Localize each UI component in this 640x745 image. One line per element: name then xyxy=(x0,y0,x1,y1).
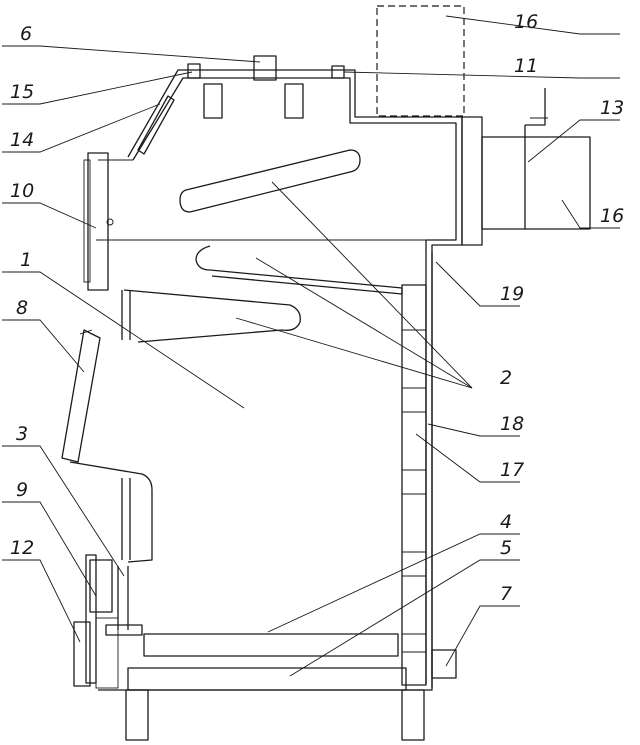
label-3: 3 xyxy=(16,423,28,445)
callout-labels: 6 15 14 10 1 8 3 9 12 16 11 13 16 19 2 1… xyxy=(10,11,624,605)
boiler-body xyxy=(96,55,463,691)
label-19: 19 xyxy=(500,283,524,305)
firebox-left-wall xyxy=(61,290,153,689)
label-9: 9 xyxy=(16,479,28,501)
leader-lines xyxy=(2,15,620,677)
label-18: 18 xyxy=(500,413,524,435)
label-14: 14 xyxy=(10,129,34,151)
grate-and-ash-pan xyxy=(105,624,457,741)
label-12: 12 xyxy=(10,537,34,559)
label-7: 7 xyxy=(500,583,512,605)
label-15: 15 xyxy=(10,81,34,103)
label-10: 10 xyxy=(10,180,34,202)
chimney-dashed xyxy=(376,5,465,117)
flue-outlet xyxy=(461,88,591,246)
label-4: 4 xyxy=(500,511,512,533)
label-16b: 16 xyxy=(600,205,624,227)
heat-exchanger-baffles xyxy=(123,149,403,343)
label-16a: 16 xyxy=(514,11,538,33)
rear-water-jacket xyxy=(401,252,433,688)
label-6: 6 xyxy=(20,23,32,45)
label-5: 5 xyxy=(500,537,512,559)
upper-loading-door xyxy=(83,152,114,291)
label-8: 8 xyxy=(16,297,28,319)
label-1: 1 xyxy=(20,249,32,271)
label-17: 17 xyxy=(500,459,524,481)
label-11: 11 xyxy=(514,55,538,77)
label-2: 2 xyxy=(500,367,512,389)
label-13: 13 xyxy=(600,97,624,119)
